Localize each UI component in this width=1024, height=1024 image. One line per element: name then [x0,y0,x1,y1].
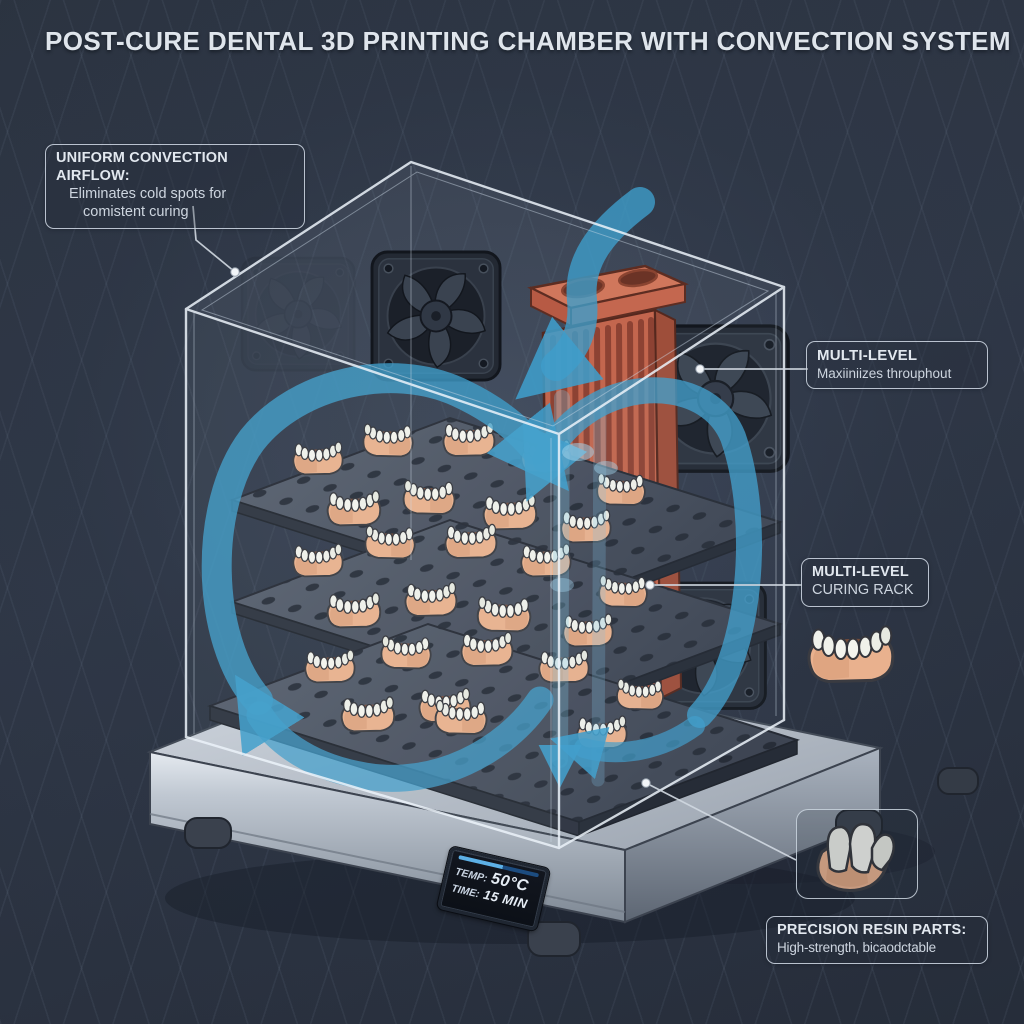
page-title: POST-CURE DENTAL 3D PRINTING CHAMBER WIT… [45,26,1011,56]
base-foot [184,767,979,957]
cooling-fan-left-icon [370,250,502,382]
callout-precision-resin-parts: PRECISION RESIN PARTS: High-strength, bi… [766,916,988,964]
leader-line-resin [645,782,797,861]
leader-dot [645,580,655,590]
leader-line-airflow [192,205,236,273]
leader-dot [641,778,651,788]
resin-part-frame [796,809,918,899]
callout-multi-level-throughput: MULTI-LEVEL Maxiiniizes throuphout [806,341,988,390]
time-label: TIME: [450,882,481,901]
callout-line: High-strength, bicaodctable [777,939,936,955]
callout-title: PRECISION RESIN PARTS: [777,922,967,938]
leader-dot [695,364,705,374]
floating-dental-model-icon [807,624,895,684]
callout-line: Eliminates cold spots for [69,185,227,202]
convection-airflow-arrow-icon [201,187,762,792]
callout-line: comistent curing [83,203,189,220]
callout-line: CURING RACK [812,581,914,598]
callout-uniform-convection-airflow: UNIFORM CONVECTION AIRFLOW: Eliminates c… [45,144,305,229]
callout-line: Maxiiniizes throuphout [817,365,952,381]
callout-multi-level-curing-rack: MULTI-LEVEL CURING RACK [801,558,929,607]
callout-title: UNIFORM CONVECTION AIRFLOW: [56,150,228,184]
callout-title: MULTI-LEVEL [817,347,918,364]
glass-chamber [184,160,786,850]
callout-title: MULTI-LEVEL [812,564,909,580]
leader-dot [230,267,240,277]
